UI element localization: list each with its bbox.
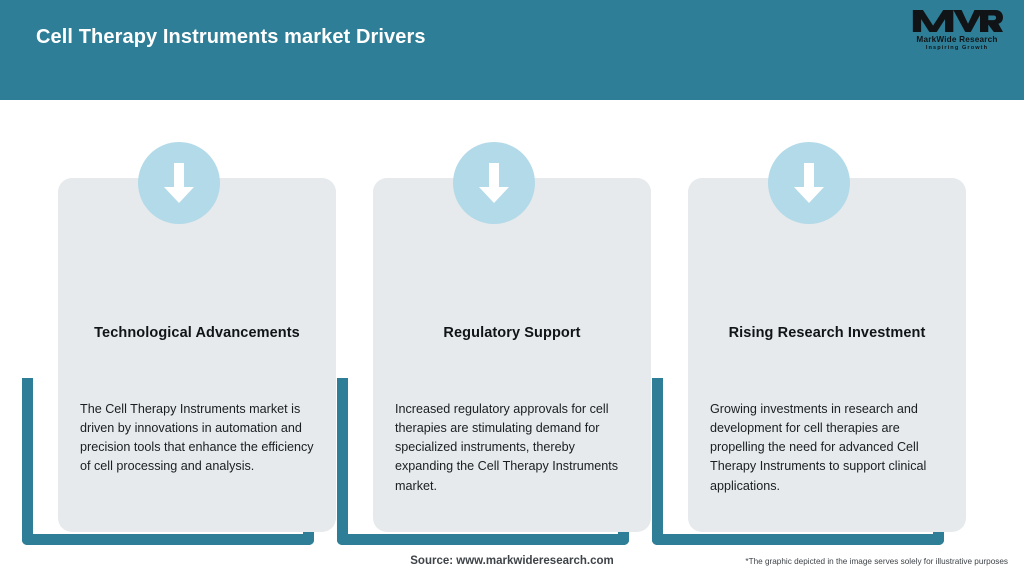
card-icon-circle: [138, 142, 220, 224]
card-title: Rising Research Investment: [728, 325, 926, 341]
logo-tagline: Inspiring Growth: [925, 45, 989, 51]
card-panel: Rising Research Investment Growing inves…: [688, 178, 966, 532]
down-arrow-icon: [794, 163, 824, 203]
driver-card-3: Rising Research Investment Growing inves…: [652, 100, 966, 545]
page-title: Cell Therapy Instruments market Drivers: [36, 26, 426, 48]
card-icon-circle: [768, 142, 850, 224]
driver-card-1: Technological Advancements The Cell Ther…: [22, 100, 336, 545]
card-body-text: Growing investments in research and deve…: [710, 402, 927, 493]
card-panel: Regulatory Support Increased regulatory …: [373, 178, 651, 532]
card-body-text: Increased regulatory approvals for cell …: [395, 402, 619, 493]
disclaimer-label: *The graphic depicted in the image serve…: [745, 557, 1008, 566]
company-logo: MarkWide Research Inspiring Growth: [904, 8, 1010, 60]
page-header: Cell Therapy Instruments market Drivers …: [0, 0, 1024, 100]
card-panel: Technological Advancements The Cell Ther…: [58, 178, 336, 532]
card-icon-circle: [453, 142, 535, 224]
down-arrow-icon: [164, 163, 194, 203]
logo-company-name: MarkWide Research: [916, 35, 998, 44]
down-arrow-icon: [479, 163, 509, 203]
mwr-logomark-icon: [912, 9, 1003, 33]
card-body-text: The Cell Therapy Instruments market is d…: [80, 402, 314, 474]
source-label: Source: www.markwideresearch.com: [410, 555, 614, 567]
card-title: Regulatory Support: [443, 325, 581, 341]
card-title: Technological Advancements: [94, 325, 300, 341]
driver-card-2: Regulatory Support Increased regulatory …: [337, 100, 651, 545]
drivers-card-group: Technological Advancements The Cell Ther…: [0, 100, 1024, 545]
